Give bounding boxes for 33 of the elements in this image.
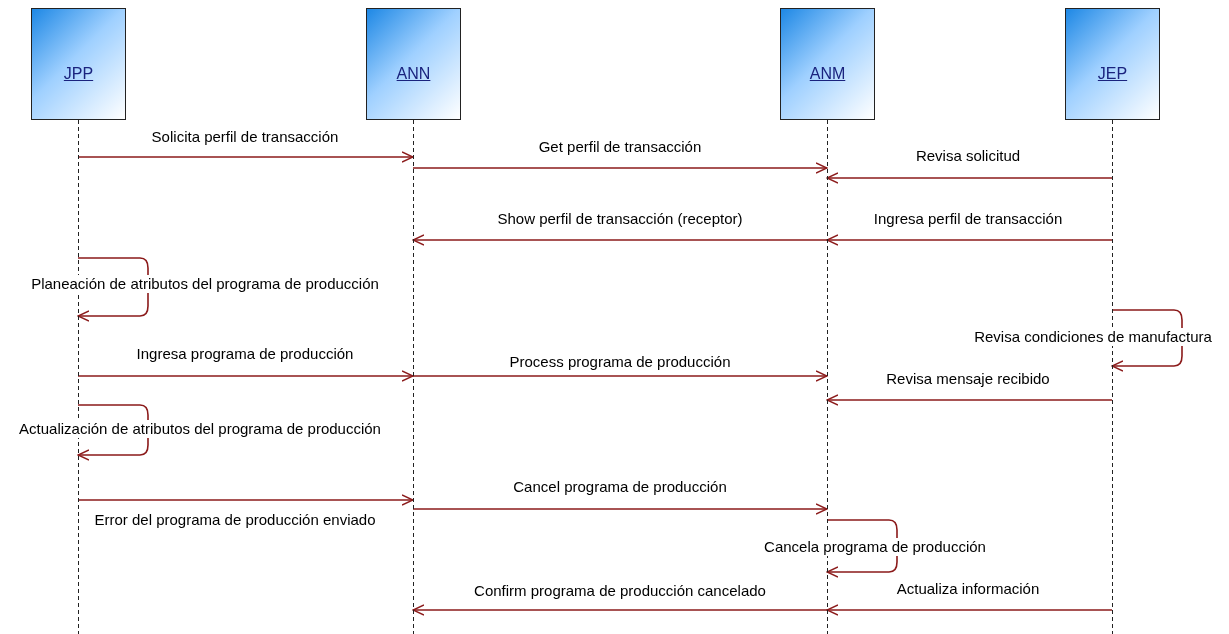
message-label: Process programa de producción xyxy=(507,353,733,371)
message-arrow xyxy=(412,370,828,382)
message-arrow xyxy=(412,234,828,246)
self-message-arrow xyxy=(826,519,898,578)
message-label: Error del programa de producción enviado xyxy=(92,511,378,529)
message-label: Revisa condiciones de manufactura xyxy=(972,328,1214,346)
message-label: Solicita perfil de transacción xyxy=(149,128,341,146)
message-arrow xyxy=(412,503,828,515)
participant-name: ANN xyxy=(396,65,431,83)
message-arrow xyxy=(826,172,1113,184)
self-message-arrow xyxy=(1111,309,1183,372)
message-arrow xyxy=(77,151,414,163)
message-label: Get perfil de transacción xyxy=(536,138,704,156)
message-label: Confirm programa de producción cancelado xyxy=(472,582,768,600)
message-label: Planeación de atributos del programa de producción xyxy=(29,275,381,293)
message-label: Actualización de atributos del programa de producción xyxy=(17,420,383,438)
message-label: Revisa mensaje recibido xyxy=(884,370,1052,388)
message-label: Cancel programa de producción xyxy=(511,478,729,496)
message-arrow xyxy=(77,494,414,506)
participant-name: ANM xyxy=(809,65,846,83)
message-arrow xyxy=(826,234,1113,246)
message-label: Ingresa programa de producción xyxy=(134,345,356,363)
participant-name: JEP xyxy=(1097,65,1128,83)
message-arrow xyxy=(77,370,414,382)
message-label: Show perfil de transacción (receptor) xyxy=(495,210,745,228)
self-message-arrow xyxy=(77,257,149,322)
self-message-arrow xyxy=(77,404,149,461)
message-arrow xyxy=(412,604,828,616)
participant-name: JPP xyxy=(63,65,94,83)
message-arrow xyxy=(826,604,1113,616)
message-arrow xyxy=(826,394,1113,406)
message-arrow xyxy=(412,162,828,174)
message-label: Cancela programa de producción xyxy=(762,538,988,556)
